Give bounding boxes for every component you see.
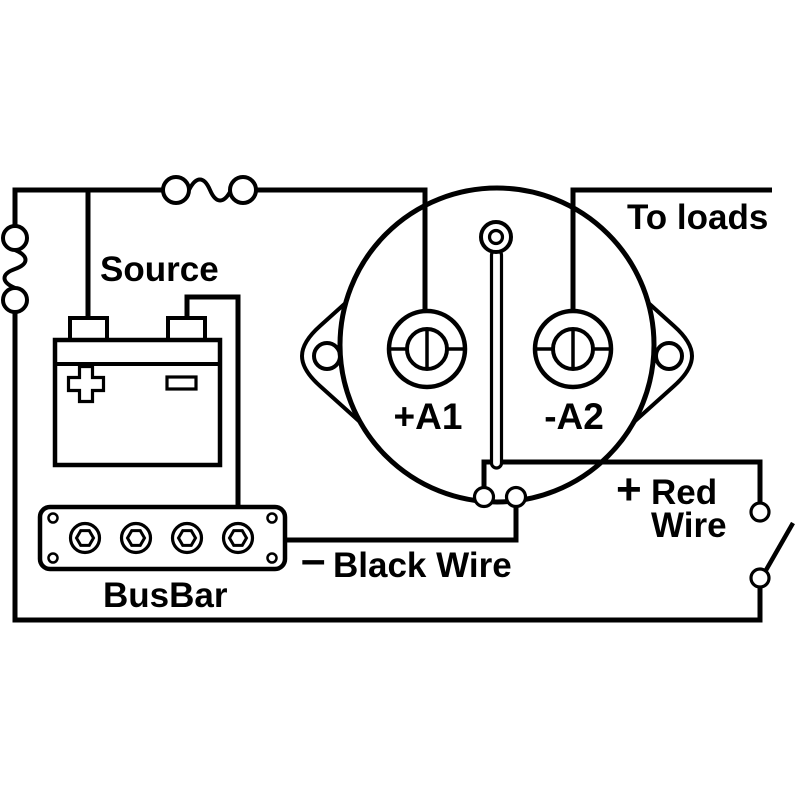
busbar-terminal	[221, 521, 255, 555]
label-busbar: BusBar	[103, 576, 228, 615]
wire-battery-negative	[184, 294, 241, 512]
right-ear-hole	[654, 341, 684, 371]
wire-bottom-loop	[12, 310, 763, 623]
label-black-minus-sign: –	[301, 535, 325, 584]
label-red-wire-line2: Wire	[651, 506, 727, 545]
relay-red-terminal-icon	[472, 485, 496, 509]
busbar-terminal	[68, 521, 102, 555]
busbar-body	[37, 504, 288, 572]
battery-minus-icon	[165, 375, 198, 391]
left-ear-hole	[312, 341, 342, 371]
relay-black-terminal-icon	[504, 485, 528, 509]
wire-black	[283, 504, 519, 543]
wire-fuse-to-a1	[254, 187, 428, 349]
busbar-terminal	[170, 521, 204, 555]
label-black-wire: Black Wire	[333, 546, 512, 585]
busbar-terminal	[119, 521, 153, 555]
relay-terminal-a2-icon	[532, 308, 614, 390]
label-source: Source	[100, 250, 219, 289]
relay-lever-slot-icon	[479, 220, 513, 470]
switch-top-terminal	[749, 501, 771, 523]
switch-bottom-terminal	[749, 567, 771, 589]
wire-a2-to-loads	[570, 187, 772, 349]
control-fuse-icon	[1, 224, 29, 314]
main-fuse-icon	[161, 175, 258, 205]
label-terminal-a2: -A2	[544, 396, 604, 437]
battery-icon	[52, 316, 223, 468]
label-to-loads: To loads	[627, 198, 768, 237]
switch-icon	[749, 501, 795, 589]
wire-top-left	[12, 187, 165, 227]
label-terminal-a1: +A1	[394, 396, 463, 437]
busbar-icon	[37, 504, 288, 572]
label-red-plus-sign: +	[616, 465, 642, 514]
wire-red	[481, 459, 763, 505]
battery-plus-icon	[66, 364, 106, 404]
label-red-wire-line1: Red	[651, 473, 717, 512]
relay-terminal-a1-icon	[386, 308, 468, 390]
